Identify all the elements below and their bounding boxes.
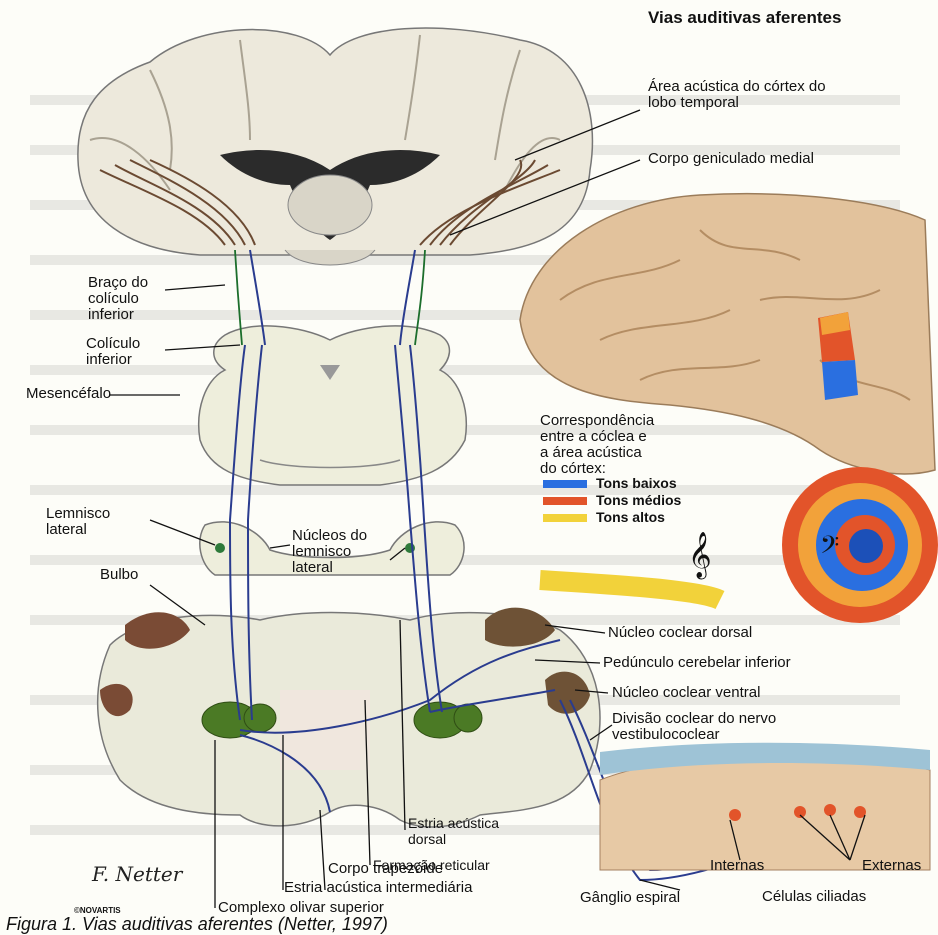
legend-label-mid: Tons médios (596, 493, 681, 508)
label-estria-intermediaria: Estria acústica intermediária (284, 880, 472, 896)
coronal-brain-section (78, 28, 593, 265)
label-nucleo-coclear-dorsal: Núcleo coclear dorsal (608, 625, 752, 641)
svg-text:𝄞: 𝄞 (688, 532, 712, 580)
label-ganglio-espiral: Gânglio espiral (580, 890, 680, 906)
legend-swatch-low (543, 480, 587, 488)
diagram-title: Vias auditivas aferentes (648, 8, 841, 28)
legend-heading: Correspondência entre a cóclea e a área … (540, 413, 654, 477)
label-nucleo-coclear-ventral: Núcleo coclear ventral (612, 685, 760, 701)
medulla-section (98, 608, 600, 827)
label-externas: Externas (862, 858, 921, 874)
label-celulas-ciliadas: Células ciliadas (762, 889, 866, 905)
netter-signature: F. Netter (92, 862, 182, 886)
label-bulbo: Bulbo (100, 567, 138, 583)
label-estria-dorsal: Estria acústica dorsal (408, 815, 499, 847)
organ-of-corti (600, 743, 930, 870)
label-divisao-coclear: Divisão coclear do nervo vestibulococlea… (612, 711, 776, 743)
label-area-acustica: Área acústica do córtex do lobo temporal (648, 79, 826, 111)
label-lemnisco-lateral: Lemnisco lateral (46, 506, 110, 538)
label-mesencefalo: Mesencéfalo (26, 386, 111, 402)
label-corpo-geniculado: Corpo geniculado medial (648, 151, 814, 167)
legend-label-low: Tons baixos (596, 476, 677, 491)
label-braco-coliculo: Braço do colículo inferior (88, 275, 148, 323)
legend-swatch-high (543, 514, 587, 522)
label-internas: Internas (710, 858, 764, 874)
label-pedunculo: Pedúnculo cerebelar inferior (603, 655, 791, 671)
legend-swatch-mid (543, 497, 587, 505)
label-nucleos-lemnisco: Núcleos do lemnisco lateral (292, 528, 367, 576)
label-corpo-trapezoide: Corpo trapezóide (328, 861, 443, 877)
figure-caption: Figura 1. Vias auditivas aferentes (Nett… (6, 914, 388, 935)
legend-label-high: Tons altos (596, 510, 665, 525)
svg-text:𝄢: 𝄢 (820, 531, 839, 566)
label-coliculo-inferior: Colículo inferior (86, 336, 140, 368)
